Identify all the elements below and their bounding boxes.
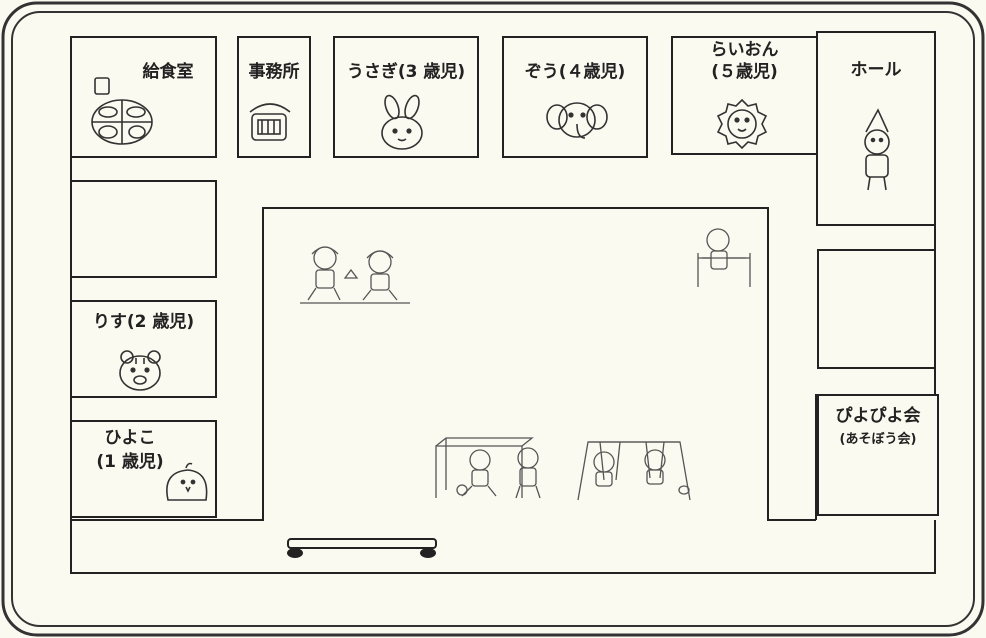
room-hiyoko <box>70 420 217 518</box>
raion-label-line2: (５歳児) <box>711 62 778 82</box>
chick-icon <box>166 462 208 501</box>
risu-label: りす(2 歳児) <box>92 312 195 332</box>
room-unlabeled-left <box>70 180 217 278</box>
rabbit-icon <box>381 94 423 150</box>
children-soccer-goal-icon <box>435 437 541 499</box>
room-unlabeled-right <box>817 249 936 369</box>
room-hall <box>816 31 936 226</box>
children-sandbox-icon <box>300 246 410 304</box>
room-piyopiyo <box>817 394 939 516</box>
child-horizontal-bar-icon <box>697 228 751 287</box>
zou-label: ぞう(４歳児) <box>524 62 626 82</box>
hall-label: ホール <box>850 60 902 80</box>
entrance-mat-icon <box>287 538 437 558</box>
room-raion <box>671 36 818 155</box>
piyopiyo-label-line1: ぴよぴよ会 <box>835 406 921 426</box>
room-zou <box>502 36 648 158</box>
usagi-label: うさぎ(3 歳児) <box>346 62 466 82</box>
kitchen-label: 給食室 <box>142 62 194 82</box>
room-risu <box>70 300 217 398</box>
room-office <box>237 36 311 158</box>
lunch-tray-icon <box>91 77 153 145</box>
piyopiyo-label-line2: (あそぼう会) <box>839 432 917 447</box>
tiger-cub-icon <box>119 350 161 391</box>
hiyoko-label-line2: (1 歳児) <box>96 452 164 472</box>
inner-frame <box>11 11 975 627</box>
telephone-icon <box>249 103 291 141</box>
room-kitchen <box>70 36 217 158</box>
room-usagi <box>333 36 479 158</box>
lion-icon <box>716 98 768 150</box>
party-child-icon <box>864 108 890 191</box>
hiyoko-label-line1: ひよこ <box>104 428 156 448</box>
children-swing-icon <box>577 441 691 501</box>
office-label: 事務所 <box>248 62 300 82</box>
raion-label-line1: らいおん <box>710 40 779 60</box>
elephant-icon <box>546 102 608 139</box>
corridor-wall-bottom <box>71 207 816 521</box>
